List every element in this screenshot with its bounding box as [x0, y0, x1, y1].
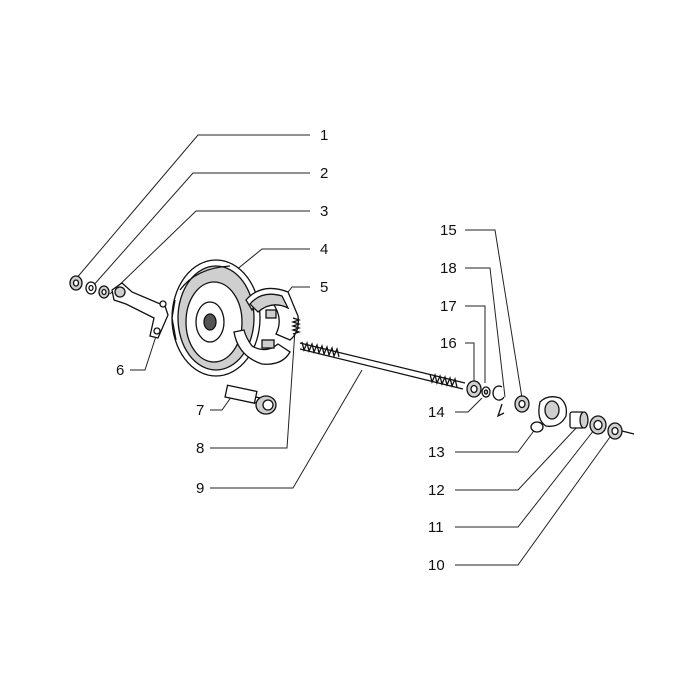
- leader-16: [465, 342, 475, 383]
- small-washer-part: [481, 386, 491, 398]
- washer-part: [85, 281, 97, 295]
- callout-1: 1: [320, 127, 328, 144]
- leader-8: [210, 329, 296, 449]
- callout-17: 17: [440, 298, 457, 315]
- leader-17: [465, 305, 486, 383]
- callout-11: 11: [428, 519, 444, 536]
- callout-6: 6: [116, 362, 124, 379]
- callout-12: 12: [428, 482, 445, 499]
- flat-washer-part: [514, 395, 530, 413]
- leader-14: [455, 397, 483, 413]
- callout-9: 9: [196, 480, 204, 497]
- callout-13: 13: [428, 444, 445, 461]
- leader-2: [91, 172, 310, 288]
- spacer-ring-part: [466, 380, 482, 398]
- axle-nut-part: [607, 422, 635, 440]
- leader-10: [455, 436, 611, 566]
- callout-15: 15: [440, 222, 457, 239]
- leader-13: [455, 427, 537, 453]
- callout-4: 4: [320, 241, 328, 258]
- brake-cam-part: [224, 384, 277, 415]
- callout-labels: 1 2 3 4 5 6 7 8 9 10 11 12 13 14 15 16 1…: [116, 127, 457, 574]
- leader-11: [455, 429, 595, 528]
- circlip-part: [492, 385, 505, 418]
- callout-5: 5: [320, 279, 328, 296]
- leader-9: [210, 369, 363, 489]
- leader-12: [455, 426, 578, 491]
- callout-7: 7: [196, 402, 204, 419]
- brake-backplate-part: [171, 259, 261, 377]
- bushing-part: [569, 411, 589, 429]
- callout-2: 2: [320, 165, 328, 182]
- callout-3: 3: [320, 203, 328, 220]
- brake-lever-part: [111, 282, 169, 339]
- callout-10: 10: [428, 557, 445, 574]
- wheel-axle-part: [299, 340, 466, 390]
- callout-14: 14: [428, 404, 445, 421]
- leader-lines: [74, 134, 611, 566]
- spring-washer-part: [98, 285, 110, 299]
- callout-8: 8: [196, 440, 204, 457]
- leader-15: [465, 229, 523, 399]
- drive-hub-part: [530, 396, 568, 433]
- leader-6: [130, 329, 159, 371]
- leader-4: [229, 248, 310, 276]
- callout-18: 18: [440, 260, 457, 277]
- spring-part: [290, 317, 302, 335]
- bearing-part: [589, 415, 607, 435]
- leader-7: [210, 395, 233, 411]
- leader-1: [74, 134, 310, 281]
- leader-18: [465, 267, 506, 398]
- nut-part: [69, 275, 83, 291]
- callout-16: 16: [440, 335, 457, 352]
- brake-shoes-part: [233, 287, 299, 365]
- leader-3: [109, 210, 310, 295]
